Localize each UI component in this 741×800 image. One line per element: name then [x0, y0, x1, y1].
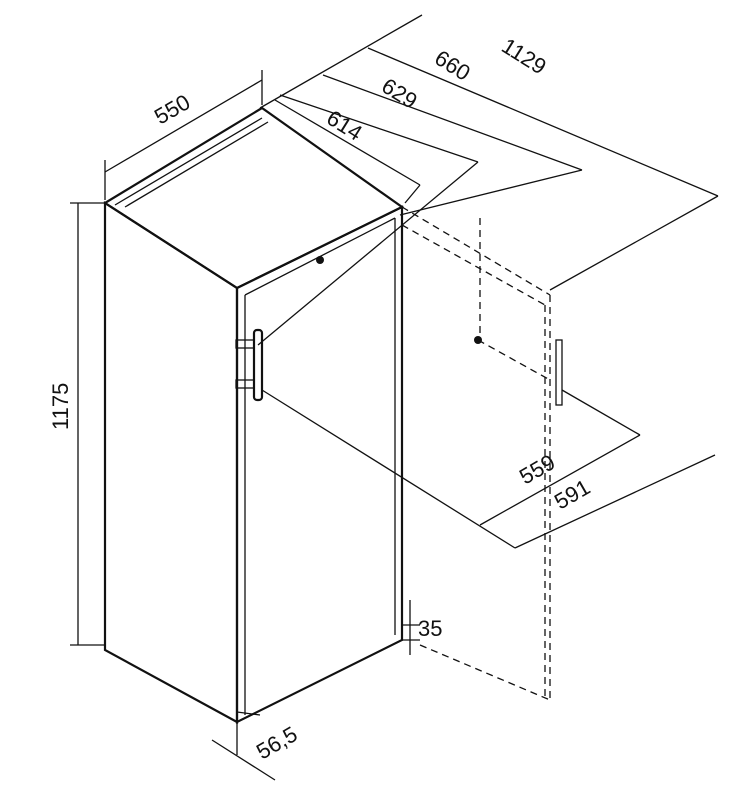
dim-35: 35	[418, 616, 442, 641]
dim-660: 660	[430, 45, 474, 86]
dim-56-5: 56,5	[252, 721, 302, 764]
dim-591: 591	[550, 474, 594, 514]
door-handle	[252, 328, 264, 402]
dim-1175: 1175	[48, 383, 73, 430]
door-open-outline	[401, 206, 641, 701]
fridge-body	[102, 106, 405, 724]
dim-559: 559	[515, 449, 559, 489]
dim-629: 629	[377, 73, 421, 114]
dim-1129: 1129	[497, 33, 550, 79]
dimension-lines	[70, 14, 719, 781]
